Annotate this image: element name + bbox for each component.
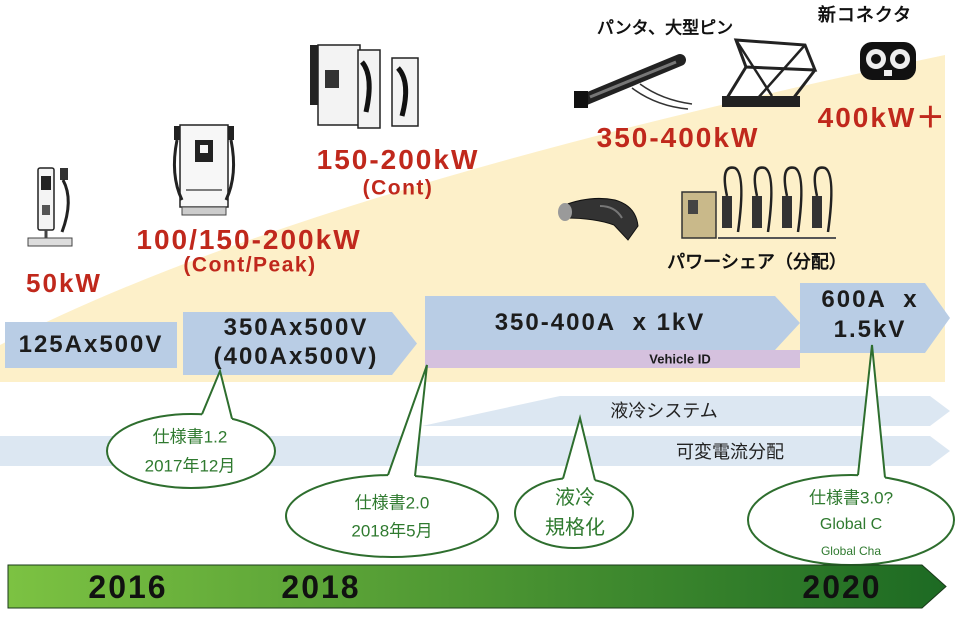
variable-current-label: 可変電流分配 (676, 442, 784, 462)
spec-1-5kv-label: 1.5kV (833, 316, 907, 343)
power-label-100kw: 100/150-200kW (136, 224, 362, 255)
callout-spec-1-2 (106, 367, 276, 489)
timeline-year-2016: 2016 (88, 569, 168, 605)
spec-600a-label: 600A x (821, 286, 919, 313)
callout-spec-2-0-date: 2018年5月 (351, 521, 433, 541)
power-label-50kw: 50kW (26, 268, 102, 298)
spec-400a-label: (400Ax500V) (213, 343, 379, 370)
callout-spec-3-0-title: 仕様書3.0? (808, 488, 894, 508)
spec-arrow-1kv (425, 296, 800, 350)
pantograph-connector-image (574, 54, 693, 110)
callout-spec-2-0 (285, 364, 499, 558)
timeline-year-2020: 2020 (802, 569, 882, 605)
timeline-year-2018: 2018 (281, 569, 361, 605)
callout-liquid-cooling (514, 414, 634, 549)
liquid-cooling-band (422, 396, 950, 426)
charging-connector-image (558, 198, 639, 241)
power-label-400kw: 400kW＋ (817, 102, 947, 133)
callout-liquid-title: 液冷 (555, 487, 595, 509)
charger-100kw-image (172, 124, 236, 216)
spec-arrow-350a (183, 312, 417, 375)
pantograph-label: パンタ、大型ピン (596, 18, 734, 38)
spec-350a-label: 350Ax500V (223, 314, 369, 341)
charger-150kw-image (310, 44, 419, 129)
callout-spec-1-2-date: 2017年12月 (144, 456, 236, 476)
callout-spec-2-0-title: 仕様書2.0 (354, 493, 430, 513)
new-connector-label: 新コネクタ (817, 5, 913, 25)
power-share-chargers-image (681, 166, 836, 239)
spec-1kv-label: 350-400A x 1kV (494, 309, 706, 336)
power-label-350kw: 350-400kW (596, 122, 760, 153)
power-note-cont: (Cont) (362, 176, 434, 200)
power-share-label: パワーシェア（分配） (667, 252, 847, 272)
charger-50kw-image (27, 167, 73, 247)
pantograph-rig-image (722, 38, 818, 107)
vehicle-id-label: Vehicle ID (649, 351, 711, 367)
new-connector-image (860, 42, 916, 80)
spec-arrow-600a (800, 283, 950, 353)
power-note-cont-peak: (Cont/Peak) (183, 253, 317, 277)
callout-spec-3-0-line3: Global Cha (820, 544, 882, 558)
liquid-cooling-label: 液冷システム (610, 401, 718, 421)
callout-spec-1-2-title: 仕様書1.2 (152, 427, 228, 447)
vehicle-id-bar (425, 350, 800, 368)
callout-spec-3-0-line2: Global C (819, 516, 883, 533)
callout-liquid-subtitle: 規格化 (545, 517, 605, 539)
spec-125a-label: 125Ax500V (18, 331, 164, 358)
power-label-150kw: 150-200kW (316, 144, 480, 175)
callout-spec-3-0 (747, 344, 955, 566)
spec-bar-125a (5, 322, 177, 368)
timeline-arrow (7, 564, 947, 609)
